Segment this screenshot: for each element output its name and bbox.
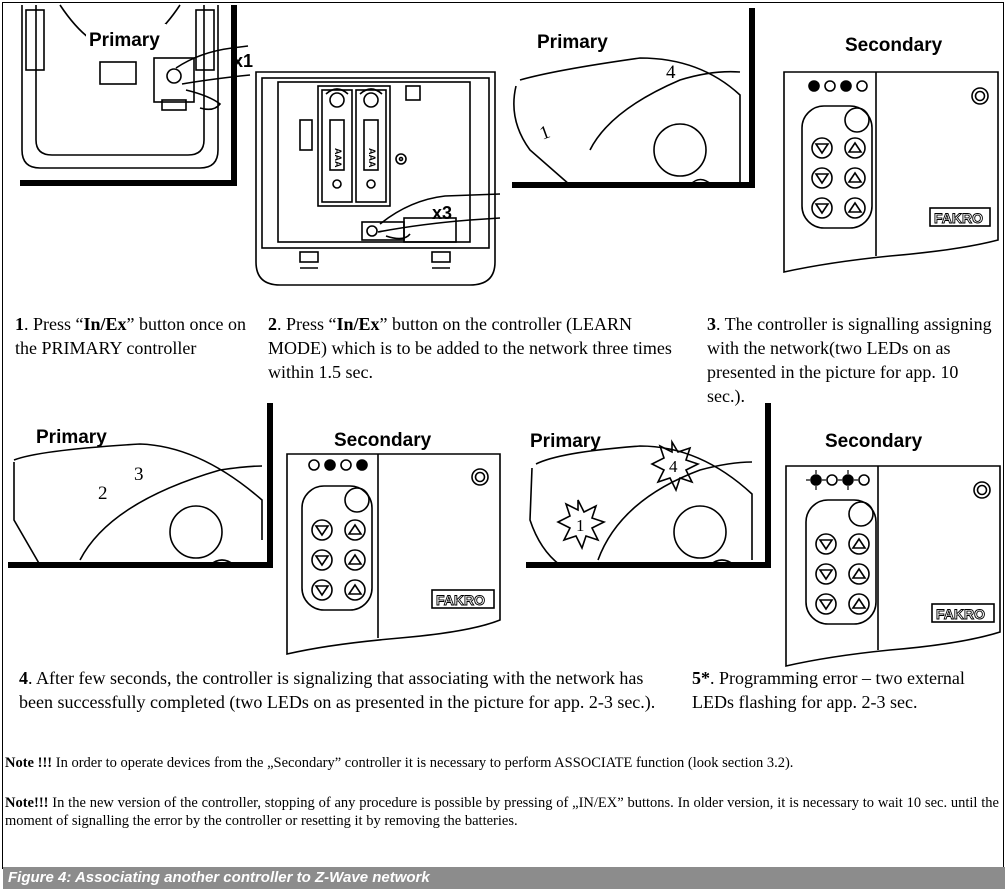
panel-5-wall bbox=[526, 403, 771, 568]
panel-5-number-1: 1 bbox=[576, 516, 585, 535]
battery-2-label: AAA bbox=[367, 148, 377, 168]
panel-3-number-4: 4 bbox=[666, 62, 676, 83]
panel-3-secondary-remote bbox=[783, 71, 999, 273]
step-4-caption: 4. After few seconds, the controller is … bbox=[19, 668, 656, 712]
panel-2-x3-label: x3 bbox=[432, 203, 452, 223]
panel-4-number-3: 3 bbox=[134, 464, 144, 485]
panel-5-number-4: 4 bbox=[669, 457, 678, 476]
panel-4-fakro-logo: FAKRO bbox=[436, 592, 485, 608]
panel-4-secondary-label: Secondary bbox=[334, 430, 432, 451]
panel-1-illustration bbox=[21, 4, 251, 169]
panel-3-wall bbox=[512, 8, 755, 188]
panel-5-primary-label: Primary bbox=[530, 431, 601, 452]
panel-1-primary-label: Primary bbox=[89, 30, 160, 51]
panel-5-secondary-remote bbox=[785, 465, 1001, 668]
panel-3-fakro-logo: FAKRO bbox=[934, 210, 983, 226]
panel-2-illustration bbox=[255, 71, 501, 286]
step-1-caption: 1. Press “In/Ex” button once on the PRIM… bbox=[15, 314, 247, 358]
figure-caption-bar: Figure 4: Associating another controller… bbox=[3, 867, 1005, 889]
panel-3-primary-label: Primary bbox=[537, 32, 608, 53]
panel-5-fakro-logo: FAKRO bbox=[936, 606, 985, 622]
panel-3-primary-illustration bbox=[513, 57, 741, 186]
step-3-caption: 3. The controller is signalling assignin… bbox=[707, 314, 992, 406]
panel-4-wall bbox=[8, 403, 273, 568]
figure-caption: Figure 4: Associating another controller… bbox=[8, 869, 430, 886]
panel-5-primary-illustration bbox=[529, 439, 753, 566]
panel-1-x1-label: x1 bbox=[233, 51, 253, 71]
panel-4-secondary-remote bbox=[286, 453, 501, 656]
note-in-ex-stop: Note!!! In the new version of the contro… bbox=[5, 795, 999, 829]
step-5-caption: 5*. Programming error – two external LED… bbox=[692, 668, 965, 712]
panel-3-secondary-label: Secondary bbox=[845, 35, 943, 56]
panel-4-number-2: 2 bbox=[98, 483, 108, 504]
battery-1-label: AAA bbox=[333, 148, 343, 168]
panel-3-number-1: 1 bbox=[537, 122, 553, 145]
panel-4-primary-label: Primary bbox=[36, 427, 107, 448]
step-2-caption: 2. Press “In/Ex” button on the controlle… bbox=[268, 314, 672, 382]
panel-1-wall bbox=[20, 5, 237, 186]
panel-5-secondary-label: Secondary bbox=[825, 431, 923, 452]
note-associate: Note !!! In order to operate devices fro… bbox=[5, 755, 794, 771]
panel-4-primary-illustration bbox=[13, 443, 263, 566]
